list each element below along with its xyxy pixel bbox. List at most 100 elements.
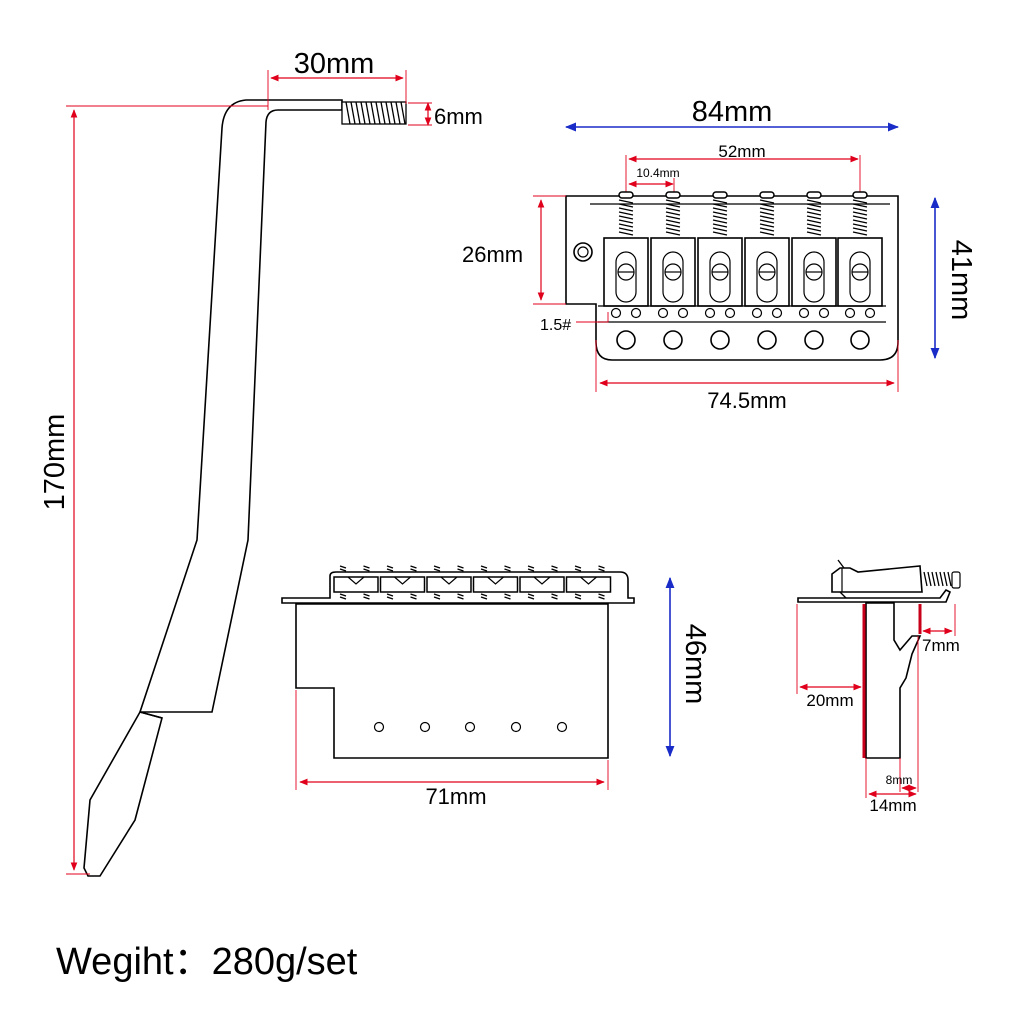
- spring-coil: [759, 203, 775, 208]
- spring-coil: [618, 207, 634, 212]
- front-screw-top: [504, 568, 511, 572]
- saddle-slot: [615, 251, 637, 303]
- side-height-screw: [837, 559, 845, 569]
- string-hole: [663, 330, 683, 350]
- spring-coil: [759, 227, 775, 232]
- front-saddle-notch: [487, 576, 504, 585]
- spring-coil: [618, 231, 634, 236]
- front-saddle-notch: [440, 576, 458, 585]
- front-screw-top: [457, 568, 464, 572]
- spring-coil: [712, 227, 728, 232]
- spring-coil: [712, 223, 728, 228]
- side-spring-coil: [935, 571, 940, 587]
- saddles-front: [333, 565, 612, 600]
- arm-thread-line: [395, 101, 401, 125]
- height-screw: [610, 307, 622, 319]
- front-screw-bottom: [410, 593, 417, 597]
- spring-coil: [712, 215, 728, 220]
- spring-coil: [712, 231, 728, 236]
- front-saddle-notch: [580, 576, 597, 585]
- spring-coil: [618, 227, 634, 232]
- front-screw-bottom: [457, 593, 464, 597]
- height-screw: [771, 307, 783, 319]
- saddles-top: [598, 191, 886, 350]
- spring-coil: [806, 231, 822, 236]
- spring-coil: [759, 207, 775, 212]
- spring-coil: [618, 223, 634, 228]
- offset-label: 20mm: [806, 691, 853, 710]
- spring-coil: [759, 215, 775, 220]
- spring-coil: [759, 199, 775, 204]
- string-spread-label: 52mm: [718, 142, 765, 161]
- spring-coil: [665, 223, 681, 228]
- plate-mount-hole: [573, 242, 593, 262]
- front-screw-bottom: [457, 596, 464, 600]
- front-screw-bottom: [480, 593, 488, 597]
- arm-thread-line: [375, 101, 381, 125]
- saddle-slot: [662, 251, 684, 303]
- front-screw-bottom: [363, 593, 370, 597]
- spring-cap: [712, 191, 728, 199]
- spring-coil: [806, 207, 822, 212]
- front-screw-bottom: [410, 596, 417, 600]
- front-screw-top: [527, 568, 535, 572]
- front-screw-top: [480, 568, 488, 572]
- spring-coil: [852, 207, 868, 212]
- height-screw: [630, 307, 642, 319]
- front-screw-bottom: [551, 593, 558, 597]
- front-screw-top: [574, 568, 582, 572]
- side-spring-coil: [943, 571, 948, 587]
- inner-label: 8mm: [886, 773, 913, 787]
- spring-coil: [806, 219, 822, 224]
- front-saddle-notch: [533, 576, 551, 585]
- height-screw: [677, 307, 689, 319]
- height-screw: [751, 307, 763, 319]
- spring-coil: [618, 219, 634, 224]
- string-hole: [850, 330, 870, 350]
- spring-coil: [806, 223, 822, 228]
- front-screw-top: [386, 565, 394, 569]
- spring-coil: [665, 219, 681, 224]
- arm-tip-collar: [139, 711, 163, 719]
- saddle-spring: [759, 191, 775, 236]
- spring-coil: [852, 231, 868, 236]
- side-spring-coil: [931, 571, 936, 587]
- spring-coil: [712, 219, 728, 224]
- front-screw-top: [339, 568, 347, 572]
- arm-thread-line: [355, 101, 361, 125]
- front-screw-bottom: [574, 596, 582, 600]
- block-hole: [419, 721, 431, 733]
- side-height-screw: [839, 591, 847, 599]
- front-screw-bottom: [433, 593, 441, 597]
- front-screw-top: [386, 568, 394, 572]
- front-screw-top: [410, 565, 417, 569]
- saddle-spring: [712, 191, 728, 236]
- height-screw: [864, 307, 876, 319]
- arm-thread-line: [390, 101, 396, 125]
- spring-coil: [712, 211, 728, 216]
- bridge-height-label: 41mm: [945, 240, 977, 321]
- front-screw-top: [527, 565, 535, 569]
- spring-cap: [665, 191, 681, 199]
- spring-coil: [618, 203, 634, 208]
- weight-spec: Wegiht：280g/set: [56, 941, 358, 983]
- block-width-label: 71mm: [425, 784, 486, 809]
- front-screw-bottom: [598, 593, 605, 597]
- side-block: [865, 602, 922, 759]
- arm-thread-line: [385, 101, 391, 125]
- front-screw-bottom: [386, 593, 394, 597]
- arm-thread-label: 6mm: [434, 104, 483, 129]
- bridge-front-view: 46mm 71mm: [281, 565, 711, 809]
- saddle-slot: [849, 251, 871, 303]
- arm-length-label: 170mm: [39, 414, 71, 511]
- string-hole: [616, 330, 636, 350]
- height-screw: [724, 307, 736, 319]
- spring-coil: [806, 199, 822, 204]
- spring-cap: [618, 191, 634, 199]
- height-screw: [704, 307, 716, 319]
- arm-thread-line: [350, 101, 356, 125]
- front-screw-top: [574, 565, 582, 569]
- spring-coil: [618, 215, 634, 220]
- side-screw-head: [951, 571, 961, 589]
- bridge-width-label: 84mm: [692, 96, 773, 128]
